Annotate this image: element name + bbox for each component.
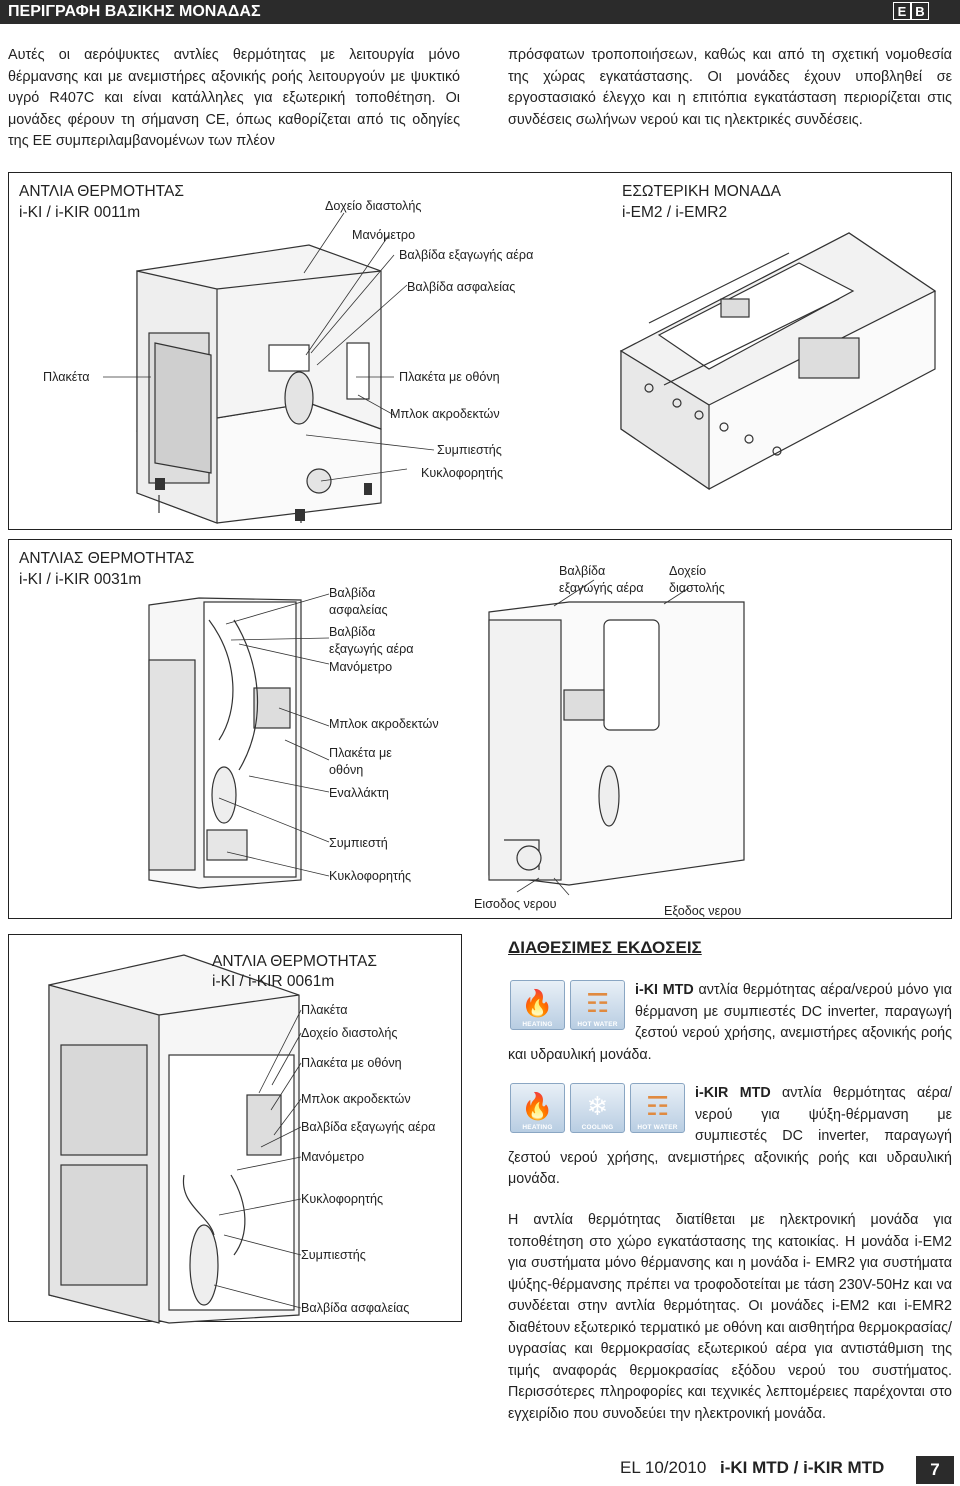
cooling-badge-label: COOLING — [581, 1124, 614, 1131]
unit-title-0031m: ΑΝΤΛΙΑΣ ΘΕΡΜΟΤΗΤΑΣ — [19, 550, 195, 567]
kir-name: i-KIR MTD — [695, 1085, 771, 1101]
label-terminal-block: Μπλοκ ακροδεκτών — [329, 717, 439, 731]
flame-icon: 🔥 — [521, 988, 554, 1019]
section-0031m: ΑΝΤΛΙΑΣ ΘΕΡΜΟΤΗΤΑΣ i-KI / i-KIR 0031m Βα… — [8, 539, 952, 919]
heating-badge: 🔥 HEATING — [510, 980, 565, 1030]
label-air-vent-valve: Βαλβίδα εξαγωγής αέρα — [399, 248, 534, 262]
label-terminal-block: Μπλοκ ακροδεκτών — [301, 1092, 411, 1106]
label-manometer: Μανόμετρο — [352, 228, 416, 242]
versions-title: ΔΙΑΘΕΣΙΜΕΣ ΕΚΔΟΣΕΙΣ — [508, 938, 702, 957]
label-compressor: Συμπιεστής — [437, 443, 502, 457]
kir-text: αντλία θερμότητας αέρα/νερού για ψύξη-θέ… — [508, 1085, 952, 1187]
electronic-unit-paragraph: Η αντλία θερμότητας διατίθεται με ηλεκτρ… — [508, 1212, 952, 1422]
hot-water-badge-2: ☶ HOT WATER — [630, 1083, 685, 1133]
label-compressor: Συμπιεστής — [301, 1248, 366, 1262]
label-manometer: Μανόμετρο — [301, 1150, 365, 1164]
unit-model-0061m: i-KI / i-KIR 0061m — [212, 973, 335, 990]
shower-icon: ☶ — [645, 1091, 670, 1122]
footer-edition: EL 10/2010 — [620, 1458, 707, 1477]
indoor-unit-model: i-EM2 / i-EMR2 — [622, 204, 728, 221]
label-terminal-block: Μπλοκ ακροδεκτών — [390, 407, 500, 421]
label-air-vent-valve-right: Βαλβίδα εξαγωγής αέρα — [559, 564, 644, 595]
badge-spacer — [508, 1083, 695, 1147]
badge-spacer — [508, 980, 635, 1044]
label-expansion-tank: Δοχείο διαστολής — [301, 1026, 398, 1040]
label-manometer: Μανόμετρο — [329, 660, 393, 674]
section-0011m: ΑΝΤΛΙΑ ΘΕΡΜΟΤΗΤΑΣ i-KI / i-KIR 0011m Δοχ… — [8, 172, 952, 530]
label-board: Πλακέτα — [301, 1003, 348, 1017]
unit-title-0061m: ΑΝΤΛΙΑ ΘΕΡΜΟΤΗΤΑΣ — [212, 953, 377, 970]
label-compressor: Συμπιεστή — [329, 836, 388, 850]
heating-badge-label: HEATING — [522, 1021, 553, 1028]
lang-badge-e: E — [893, 2, 911, 20]
heating-badge-2: 🔥 HEATING — [510, 1083, 565, 1133]
label-expansion-tank: Δοχείο διαστολής — [325, 199, 422, 213]
unit-model-0031m: i-KI / i-KIR 0031m — [19, 571, 142, 588]
page-header: ΠΕΡΙΓΡΑΦΗ ΒΑΣΙΚΗΣ ΜΟΝΑΔΑΣ E B — [0, 0, 960, 24]
hot-water-badge-2-label: HOT WATER — [637, 1124, 678, 1131]
label-circulator: Κυκλοφορητής — [329, 869, 412, 883]
snowflake-icon: ❄ — [586, 1091, 609, 1122]
footer-models: i-KI MTD / i-KIR MTD — [720, 1458, 885, 1477]
unit-title-0011m: ΑΝΤΛΙΑ ΘΕΡΜΟΤΗΤΑΣ — [19, 183, 184, 200]
mtd-name: i-KI MTD — [635, 982, 694, 998]
page-title: ΠΕΡΙΓΡΑΦΗ ΒΑΣΙΚΗΣ ΜΟΝΑΔΑΣ — [8, 3, 261, 20]
page-number: 7 — [916, 1456, 954, 1484]
lang-badge-b: B — [911, 2, 929, 20]
label-board-display: Πλακέτα με οθόνη — [301, 1056, 402, 1070]
label-board-display: Πλακέτα με οθόνη — [399, 370, 500, 384]
shower-icon: ☶ — [585, 988, 610, 1019]
label-air-vent-valve: Βαλβίδα εξαγωγής αέρα — [329, 625, 414, 656]
outdoor-unit-0031m-drawing — [148, 579, 745, 896]
outdoor-unit-0011m-drawing — [103, 212, 937, 524]
heating-badge-2-label: HEATING — [522, 1124, 553, 1131]
label-expansion-tank-right: Δοχείο διαστολής — [669, 564, 725, 595]
label-water-out: Εξοδος νερου — [664, 904, 742, 918]
unit-model-0011m: i-KI / i-KIR 0011m — [19, 204, 141, 221]
indoor-unit-title: ΕΣΩΤΕΡΙΚΗ ΜΟΝΑΔΑ — [622, 183, 781, 200]
label-safety-valve: Βαλβίδα ασφαλείας — [407, 280, 516, 294]
cooling-badge: ❄ COOLING — [570, 1083, 625, 1133]
label-safety-valve: Βαλβίδα ασφαλείας — [301, 1301, 410, 1315]
kir-description: i-KIR MTD αντλία θερμότητας αέρα/νερού γ… — [508, 1083, 952, 1191]
label-circulator: Κυκλοφορητής — [421, 466, 504, 480]
flame-icon: 🔥 — [521, 1091, 554, 1122]
label-safety-valve: Βαλβίδα ασφαλείας — [329, 586, 388, 617]
mtd-description: i-KI MTD αντλία θερμότητας αέρα/νερού μό… — [508, 980, 952, 1066]
label-board-display: Πλακέτα με οθόνη — [329, 746, 392, 777]
label-air-vent-valve: Βαλβίδα εξαγωγής αέρα — [301, 1120, 436, 1134]
hot-water-badge: ☶ HOT WATER — [570, 980, 625, 1030]
label-board: Πλακέτα — [43, 370, 90, 384]
label-exchanger: Εναλλάκτη — [329, 786, 389, 800]
hot-water-badge-label: HOT WATER — [577, 1021, 618, 1028]
label-circulator: Κυκλοφορητής — [301, 1192, 384, 1206]
label-water-in: Εισοδος νερου — [474, 897, 557, 911]
intro-col-1: Αυτές οι αερόψυκτες αντλίες θερμότητας μ… — [8, 47, 460, 150]
mtd-text: αντλία θερμότητας αέρα/νερού μόνο για θέ… — [508, 982, 952, 1063]
intro-col-2: πρόσφατων τροποποιήσεων, καθώς και από τ… — [508, 47, 952, 128]
outdoor-unit-0061m-drawing — [48, 954, 302, 1324]
section-0061m: ΑΝΤΛΙΑ ΘΕΡΜΟΤΗΤΑΣ i-KI / i-KIR 0061m Πλα… — [8, 934, 462, 1324]
